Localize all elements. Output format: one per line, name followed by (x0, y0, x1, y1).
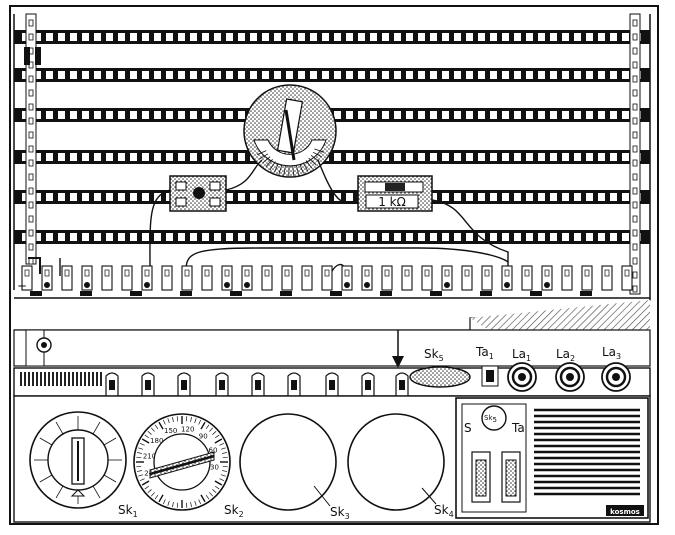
speaker-box: Sk5 S Ta kosmos (456, 398, 648, 518)
terminal-clip[interactable] (342, 266, 352, 290)
ta1-button[interactable] (482, 366, 498, 386)
terminal-base (580, 291, 592, 296)
terminal-clip[interactable] (182, 266, 192, 290)
switch-s5[interactable] (252, 373, 264, 396)
speaker-button-ta[interactable] (502, 452, 520, 502)
knob-sk3[interactable] (240, 414, 336, 510)
terminal-clip[interactable] (302, 266, 312, 290)
switch-s3[interactable] (178, 373, 190, 396)
terminal-clip[interactable] (142, 266, 152, 290)
dial-mark: 120 (181, 426, 194, 434)
dial-mark: 90 (199, 433, 208, 441)
resistor-value: 1 kΩ (378, 195, 406, 209)
terminal-base (530, 291, 542, 296)
terminal-clip[interactable] (462, 266, 472, 290)
knob-sk4[interactable] (348, 414, 444, 510)
switch-bank (14, 368, 650, 396)
terminal-clip[interactable] (442, 266, 452, 290)
terminal-clip[interactable] (522, 266, 532, 290)
switch-s2[interactable] (142, 373, 154, 396)
terminal-base (380, 291, 392, 296)
resistor-module[interactable]: 1 kΩ (358, 176, 432, 211)
sk5-window[interactable] (410, 367, 470, 387)
brand-logo: kosmos (610, 508, 640, 516)
terminal-clip[interactable] (502, 266, 512, 290)
terminal-clip[interactable] (162, 266, 172, 290)
switch-s4[interactable] (216, 373, 228, 396)
rail-4 (14, 150, 650, 164)
side-rail-2 (630, 14, 640, 294)
terminal-clip[interactable] (262, 266, 272, 290)
speaker-grille (534, 410, 640, 494)
terminal-clip[interactable] (422, 266, 432, 290)
terminal-clip[interactable] (582, 266, 592, 290)
terminal-clip[interactable] (382, 266, 392, 290)
terminal-clip[interactable] (222, 266, 232, 290)
lamp-socket-la2[interactable] (556, 363, 584, 391)
terminal-clip[interactable] (242, 266, 252, 290)
terminal-clip[interactable] (282, 266, 292, 290)
rail-5 (14, 190, 650, 204)
speaker-switch-s[interactable] (472, 452, 490, 502)
switch-s9[interactable] (396, 373, 408, 396)
terminal-base (430, 291, 442, 296)
knob-sk2[interactable]: 240210180150120906030 (134, 414, 230, 510)
rotary-potentiometer[interactable] (244, 85, 336, 177)
speaker-ta-label: Ta (511, 421, 525, 435)
switch-s7[interactable] (326, 373, 338, 396)
terminal-base (280, 291, 292, 296)
terminal-clip[interactable] (362, 266, 372, 290)
terminal-base (30, 291, 42, 296)
terminal-base (230, 291, 242, 296)
switch-s1[interactable] (106, 373, 118, 396)
terminal-clip[interactable] (202, 266, 212, 290)
terminal-base (180, 291, 192, 296)
lamp-socket-la3[interactable] (602, 363, 630, 391)
terminal-clip[interactable] (562, 266, 572, 290)
terminal-clip[interactable] (602, 266, 612, 290)
transistor-module[interactable] (170, 176, 226, 211)
switch-s6[interactable] (288, 373, 300, 396)
terminal-clip[interactable] (42, 266, 52, 290)
terminal-plus: + (17, 279, 27, 293)
lamp-socket-la1[interactable] (508, 363, 536, 391)
terminal-base (130, 291, 142, 296)
knob-sk1[interactable] (30, 412, 126, 508)
dial-mark: 30 (210, 464, 219, 472)
dial-mark: 150 (164, 427, 177, 435)
terminal-clip[interactable] (102, 266, 112, 290)
terminal-clip[interactable] (402, 266, 412, 290)
rail-1 (14, 30, 650, 44)
lamp-sockets (508, 363, 630, 391)
switch-s8[interactable] (362, 373, 374, 396)
rail-6 (14, 230, 650, 244)
terminal-base (330, 291, 342, 296)
terminal-clip[interactable] (622, 266, 632, 290)
terminal-clip[interactable] (82, 266, 92, 290)
terminal-clip[interactable] (482, 266, 492, 290)
terminal-base (80, 291, 92, 296)
terminal-clip[interactable] (542, 266, 552, 290)
speaker-s-label: S (464, 421, 472, 435)
rail-2 (14, 68, 650, 82)
terminal-clip[interactable] (62, 266, 72, 290)
terminal-base (480, 291, 492, 296)
terminal-clip[interactable] (322, 266, 332, 290)
terminal-clip[interactable] (122, 266, 132, 290)
